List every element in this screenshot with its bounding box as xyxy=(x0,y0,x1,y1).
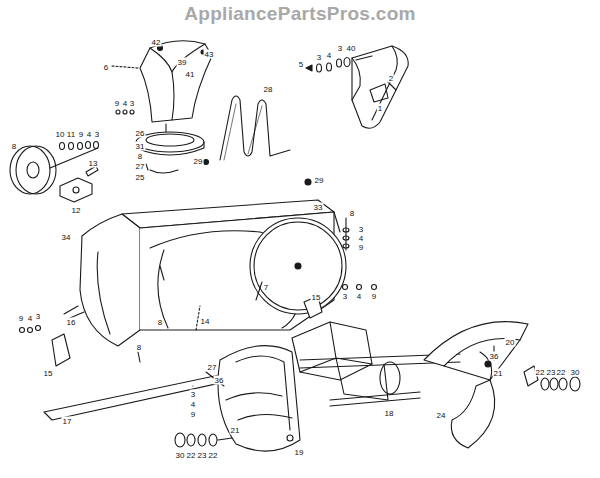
callout-number: 1 xyxy=(377,104,383,113)
callout-number: 15 xyxy=(311,293,322,302)
callout-number: 4 xyxy=(190,400,196,409)
callout-number: 36 xyxy=(214,376,225,385)
callout-number: 24 xyxy=(436,411,447,420)
callout-number: 7 xyxy=(263,283,269,292)
callout-number: 9 xyxy=(190,410,196,419)
callout-number: 4 xyxy=(122,99,128,108)
callout-number: 30 xyxy=(570,368,581,377)
callout-number: 3 xyxy=(35,312,41,321)
callout-number: 41 xyxy=(185,70,196,79)
callout-number: 2 xyxy=(388,74,394,83)
callout-number: 11 xyxy=(66,130,76,139)
callout-number: 29 xyxy=(193,157,204,166)
callout-number: 3 xyxy=(358,225,364,234)
chute-ring xyxy=(136,132,204,173)
callout-number: 3 xyxy=(316,53,322,62)
callout-number: 23 xyxy=(197,451,208,460)
callout-number: 8 xyxy=(157,318,163,327)
chute-crank xyxy=(204,96,312,185)
callout-number: 4 xyxy=(358,234,364,243)
callout-number: 30 xyxy=(175,451,186,460)
callout-number: 27 xyxy=(207,363,218,372)
callout-number: 28 xyxy=(263,85,274,94)
callout-number: 9 xyxy=(78,130,84,139)
callout-number: 10 xyxy=(55,130,66,139)
callout-number: 16 xyxy=(66,318,77,327)
callout-number: 22 xyxy=(186,451,197,460)
callout-number: 3 xyxy=(129,99,135,108)
auger-spiral xyxy=(424,322,580,448)
callout-number: 18 xyxy=(384,409,395,418)
washer-stack xyxy=(116,110,134,114)
callout-number: 19 xyxy=(294,448,305,457)
discharge-chute xyxy=(112,41,212,132)
callout-number: 20 xyxy=(505,338,516,347)
watermark: AppliancePartsPros.com xyxy=(183,3,417,25)
callout-number: 8 xyxy=(137,152,143,161)
callout-number: 9 xyxy=(371,292,377,301)
callout-number: 21 xyxy=(493,369,504,378)
callout-number: 4 xyxy=(326,51,332,60)
callout-number: 22 xyxy=(208,451,219,460)
auger-housing xyxy=(80,200,349,346)
gearbox-impeller xyxy=(292,322,460,406)
callout-number: 13 xyxy=(88,159,99,168)
callout-number: 40 xyxy=(346,44,357,53)
callout-number: 33 xyxy=(313,203,324,212)
callout-number: 3 xyxy=(94,130,100,139)
bearing-bracket xyxy=(60,166,98,202)
chute-deflector xyxy=(352,46,408,128)
callout-number: 21 xyxy=(230,426,241,435)
callout-number: 31 xyxy=(135,142,146,151)
callout-number: 25 xyxy=(135,173,146,182)
callout-number: 27 xyxy=(135,162,146,171)
callout-number: 3 xyxy=(342,292,348,301)
callout-number: 15 xyxy=(43,369,54,378)
callout-number: 3 xyxy=(337,44,343,53)
callout-number: 17 xyxy=(62,417,73,426)
callout-number: 3 xyxy=(190,390,196,399)
callout-number: 12 xyxy=(71,206,82,215)
callout-number: 43 xyxy=(204,50,215,59)
callout-number: 34 xyxy=(61,233,72,242)
callout-number: 9 xyxy=(114,99,120,108)
callout-number: 4 xyxy=(86,130,92,139)
washer-stack xyxy=(306,58,396,91)
callout-number: 39 xyxy=(177,58,188,67)
callout-number: 42 xyxy=(151,38,162,47)
callout-number: 8 xyxy=(136,343,142,352)
callout-number: 8 xyxy=(11,142,17,151)
callout-number: 29 xyxy=(314,176,325,185)
auger-spiral xyxy=(175,346,300,452)
callout-number: 22 xyxy=(556,368,567,377)
callout-number: 5 xyxy=(298,60,304,69)
callout-number: 4 xyxy=(27,314,33,323)
callout-number: 9 xyxy=(358,243,364,252)
callout-number: 22 xyxy=(535,368,546,377)
callout-number: 9 xyxy=(18,314,24,323)
callout-number: 36 xyxy=(489,352,500,361)
callout-number: 14 xyxy=(200,317,211,326)
callout-number: 4 xyxy=(356,292,362,301)
callout-number: 8 xyxy=(349,209,355,218)
callout-number: 26 xyxy=(135,129,146,138)
callout-number: 6 xyxy=(103,63,109,72)
